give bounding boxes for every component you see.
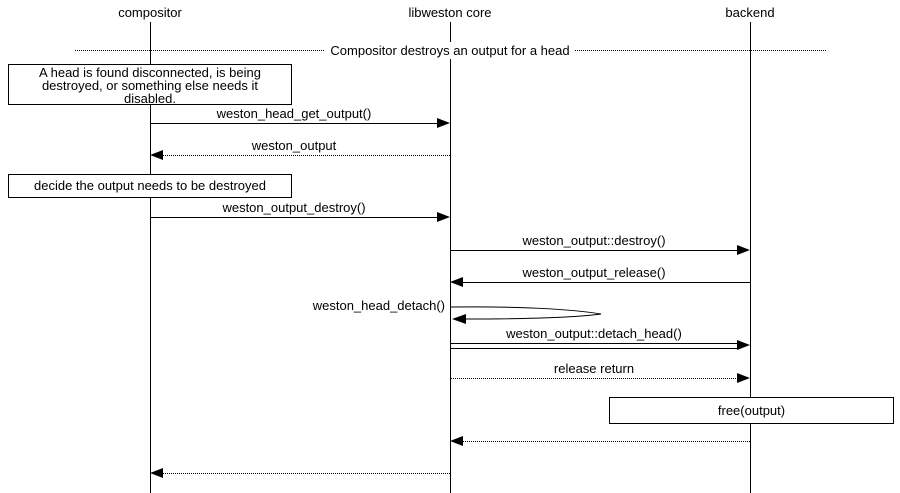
- message-line-dotted: [450, 378, 738, 379]
- note-text-line: free(output): [717, 403, 786, 418]
- arrowhead-right-icon: [437, 212, 450, 222]
- self-message-loop: [450, 306, 602, 324]
- note-text-line: disabled.: [123, 91, 177, 106]
- message-label: release return: [553, 361, 635, 376]
- diagram-title: Compositor destroys an output for a head: [325, 42, 575, 59]
- message-label: weston_output::detach_head(): [506, 326, 682, 341]
- message-line-dotted: [463, 441, 750, 442]
- message-label: weston_head_detach(): [312, 298, 445, 313]
- arrowhead-right-icon: [737, 340, 750, 350]
- message-line-dotted: [163, 155, 450, 156]
- message-line-dotted: [163, 473, 450, 474]
- message-line-double: [450, 343, 738, 349]
- message-line-solid: [463, 282, 750, 283]
- message-line-solid: [450, 250, 738, 251]
- note-head-disconnected: A head is found disconnected, is being d…: [8, 64, 292, 105]
- message-line-solid: [150, 217, 438, 218]
- arrowhead-left-icon: [150, 468, 163, 478]
- message-label: weston_output_release(): [522, 265, 666, 280]
- actor-label-libweston-core: libweston core: [408, 5, 492, 20]
- actor-label-compositor: compositor: [118, 5, 182, 20]
- arrowhead-right-icon: [737, 245, 750, 255]
- note-text-line: A head is found disconnected, is being: [39, 65, 261, 80]
- lifeline-libweston-core: [450, 22, 451, 493]
- message-label: weston_output::destroy(): [522, 233, 666, 248]
- note-text-line: decide the output needs to be destroyed: [33, 178, 266, 193]
- lifeline-backend: [750, 22, 751, 493]
- message-line-solid: [150, 123, 438, 124]
- arrowhead-left-icon: [450, 277, 463, 287]
- message-label: weston_head_get_output(): [216, 106, 372, 121]
- arrowhead-right-icon: [437, 118, 450, 128]
- actor-label-backend: backend: [725, 5, 775, 20]
- note-text-line: destroyed, or something else needs it: [41, 78, 259, 93]
- message-label: weston_output: [251, 138, 337, 153]
- note-decide-destroy: decide the output needs to be destroyed: [8, 174, 292, 198]
- arrowhead-left-icon: [450, 436, 463, 446]
- arrowhead-left-icon: [150, 150, 163, 160]
- message-label: weston_output_destroy(): [222, 200, 366, 215]
- lifeline-compositor: [150, 22, 151, 493]
- note-free-output: free(output): [609, 397, 894, 424]
- arrowhead-right-icon: [737, 373, 750, 383]
